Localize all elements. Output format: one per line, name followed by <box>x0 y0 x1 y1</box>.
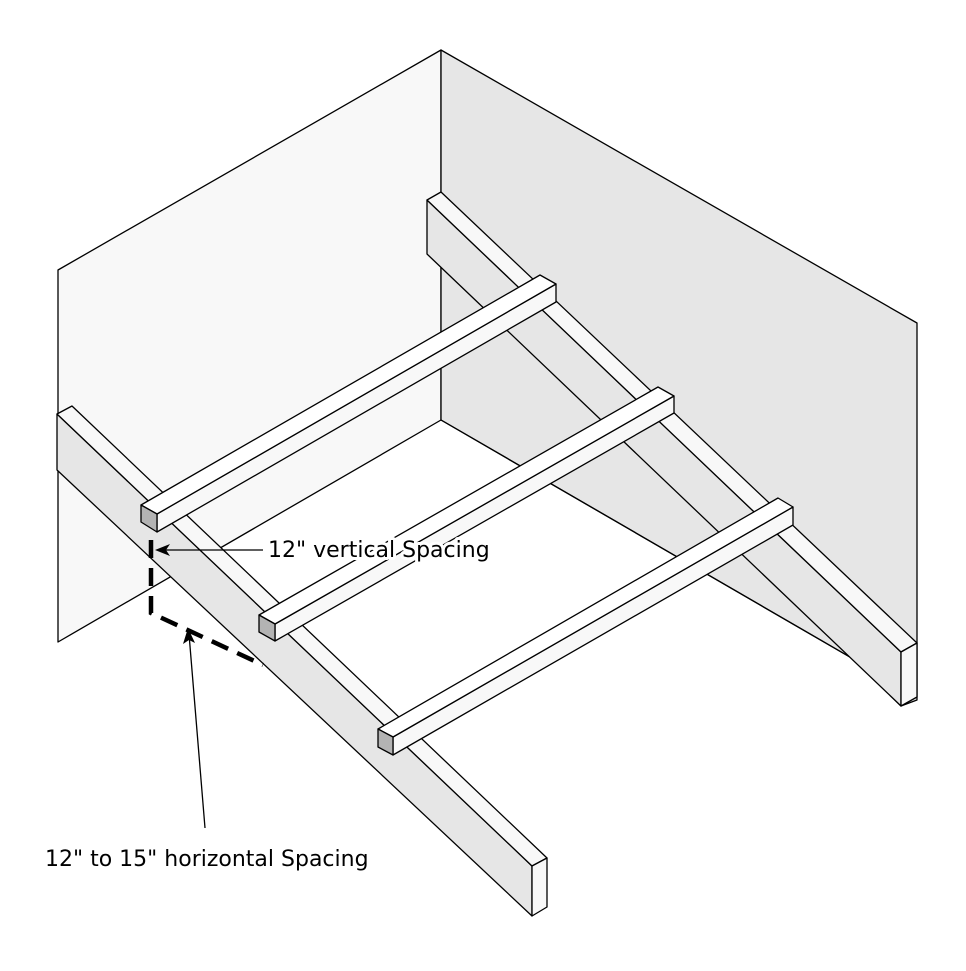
right-wall-floor-edge <box>440 419 856 661</box>
right-stringer-end <box>900 642 918 707</box>
cross-joist-1 <box>140 274 557 533</box>
vertical-spacing-label: 12" vertical Spacing <box>268 538 490 563</box>
horizontal-spacing-arrow <box>188 633 206 829</box>
joist-end <box>258 614 276 642</box>
joist-end <box>140 504 158 533</box>
arrowhead-up-icon <box>183 628 195 644</box>
horizontal-spacing-label: 12" to 15" horizontal Spacing <box>45 847 369 872</box>
cross-joist-2 <box>258 386 675 642</box>
joist-end <box>377 728 394 756</box>
cross-joist-3 <box>377 497 794 756</box>
spacing-dashed-guide <box>148 540 264 668</box>
arrowhead-left-icon <box>155 544 170 556</box>
left-stringer-end <box>531 857 548 917</box>
